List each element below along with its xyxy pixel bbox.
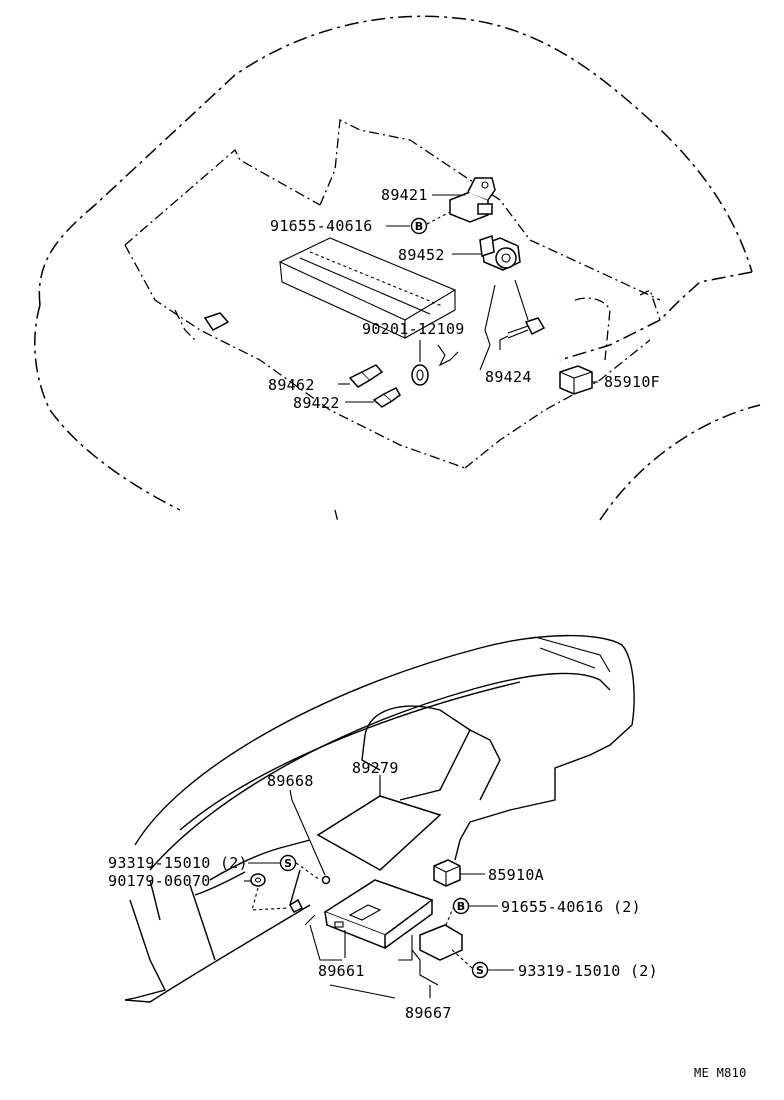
gasket-90201: [411, 364, 429, 386]
label-89667: 89667: [405, 1004, 452, 1022]
clip-left-bottom: [288, 898, 304, 913]
sensor-89422: [372, 387, 401, 408]
label-90201-12109: 90201-12109: [362, 320, 465, 338]
leader-lines-top: [338, 194, 598, 403]
mark-b-right: B: [452, 897, 470, 915]
mark-s-left: S: [279, 854, 297, 872]
sensor-89421: [449, 177, 496, 223]
svg-text:B: B: [415, 220, 423, 233]
label-91655-40616-top: 91655-40616: [270, 217, 373, 235]
label-91655-40616-right: 91655-40616 (2): [501, 898, 641, 916]
label-93319-15010-left: 93319-15010 (2): [108, 854, 248, 872]
label-89421: 89421: [381, 186, 428, 204]
label-89424: 89424: [485, 368, 532, 386]
engine-block: [278, 237, 457, 339]
label-90179-06070: 90179-06070: [108, 872, 211, 890]
label-85910F: 85910F: [604, 373, 660, 391]
label-89422: 89422: [293, 394, 340, 412]
label-85910A: 85910A: [488, 866, 544, 884]
panel-89279: [316, 780, 442, 871]
svg-text:B: B: [457, 900, 465, 913]
sensor-89424: [507, 317, 546, 339]
diagram-code: ME M810: [694, 1066, 747, 1080]
clip-left-top: [203, 312, 230, 331]
label-89279: 89279: [352, 759, 399, 777]
bolt-89668: [321, 875, 331, 885]
engine-compartment-outline: [34, 15, 761, 523]
label-89462: 89462: [268, 376, 315, 394]
svg-text:S: S: [284, 857, 292, 870]
dashboard-outline: [124, 634, 635, 1003]
mark-b-top: B: [410, 217, 428, 235]
label-89668: 89668: [267, 772, 314, 790]
ecu-89661: [323, 879, 434, 950]
relay-85910F: [559, 365, 593, 395]
mark-s-right: S: [471, 961, 489, 979]
svg-text:S: S: [476, 964, 484, 977]
leader-lines-bottom: [244, 775, 514, 999]
label-89452: 89452: [398, 246, 445, 264]
sensor-89462: [348, 364, 384, 388]
label-93319-15010-right: 93319-15010 (2): [518, 962, 658, 980]
grommet-90179: [250, 873, 266, 887]
label-89661: 89661: [318, 962, 365, 980]
relay-85910A: [433, 859, 461, 887]
bracket-89667: [411, 924, 463, 986]
sensor-89452: [479, 234, 521, 271]
